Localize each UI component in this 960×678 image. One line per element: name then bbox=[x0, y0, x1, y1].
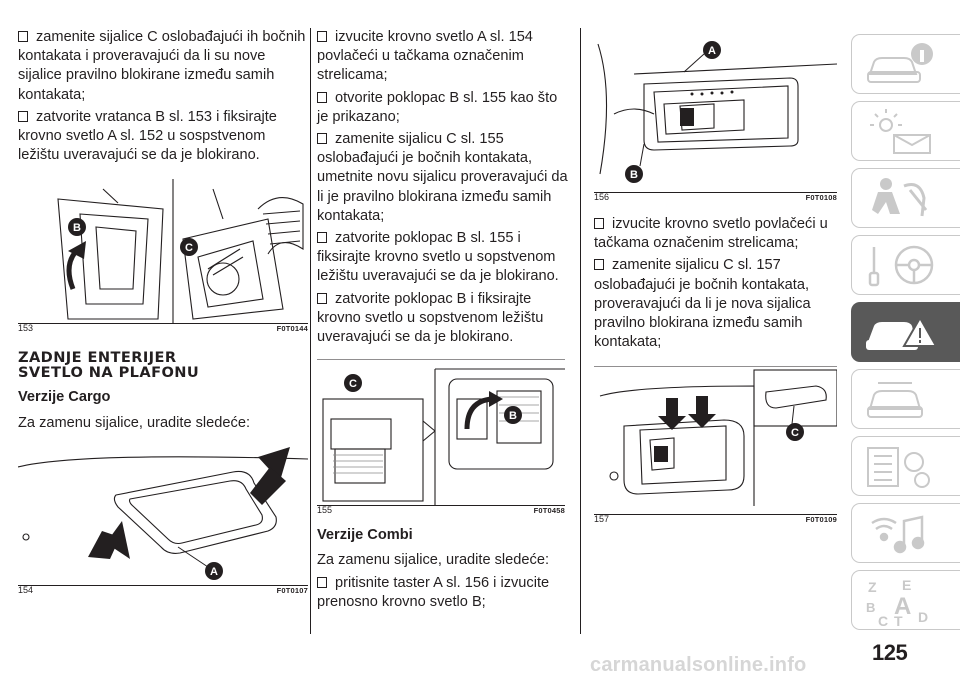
svg-text:B: B bbox=[630, 169, 638, 181]
tab-car-maintenance[interactable] bbox=[851, 369, 960, 429]
figure-caption: 156 F0T0108 bbox=[594, 192, 837, 207]
checkbox-bullet-icon bbox=[317, 31, 327, 42]
column-divider bbox=[310, 28, 311, 634]
figure-154: A 154 F0T0107 bbox=[18, 446, 308, 600]
figure-155: C B 155 F0T0458 bbox=[317, 359, 572, 520]
svg-text:C: C bbox=[185, 242, 193, 254]
checkbox-bullet-icon bbox=[317, 91, 327, 103]
label-a-marker bbox=[205, 561, 223, 580]
label-a-marker bbox=[703, 41, 721, 59]
section-title: ZADNJE ENTERIJER SVETLO NA PLAFONU bbox=[18, 349, 200, 382]
label-c-marker bbox=[344, 374, 362, 393]
chapter-sidebar: Z E B A C T D bbox=[851, 34, 960, 630]
svg-text:A: A bbox=[894, 593, 911, 620]
key-steering-wheel-icon bbox=[868, 245, 934, 287]
checkbox-bullet-icon bbox=[317, 292, 327, 304]
figure-156-image: A B bbox=[594, 34, 837, 192]
figure-caption: 153 F0T0144 bbox=[18, 323, 308, 338]
checkbox-bullet-icon bbox=[317, 576, 327, 588]
svg-text:B: B bbox=[509, 410, 517, 422]
paragraph: zamenite sijalicu C sl. 157 oslobađajući… bbox=[594, 257, 811, 351]
svg-text:E: E bbox=[902, 578, 911, 593]
checkbox-bullet-icon bbox=[594, 259, 604, 271]
figure-number: 157 bbox=[594, 514, 610, 525]
figure-154-image: A bbox=[18, 446, 308, 585]
label-c-marker bbox=[180, 238, 198, 257]
checkbox-bullet-icon bbox=[594, 218, 604, 229]
svg-text:B: B bbox=[73, 222, 81, 234]
intro-text: Za zamenu sijalice, uradite sledeće: bbox=[18, 414, 250, 431]
specs-gears-icon bbox=[867, 447, 930, 488]
checkbox-bullet-icon bbox=[18, 110, 28, 122]
figure-153-image: B C bbox=[18, 179, 308, 324]
svg-text:A: A bbox=[708, 45, 716, 57]
paragraph: zamenite sijalicu C sl. 155 oslobađajući… bbox=[317, 131, 568, 224]
svg-text:T: T bbox=[894, 613, 903, 628]
paragraph: zatvorite poklopac B sl. 155 i fiksirajt… bbox=[317, 230, 559, 285]
svg-text:C: C bbox=[791, 427, 799, 439]
label-c-marker bbox=[786, 423, 804, 442]
figure-caption: 154 F0T0107 bbox=[18, 585, 308, 600]
column-1: zamenite sijalice C oslobađajući ih bočn… bbox=[18, 28, 308, 600]
paragraph: pritisnite taster A sl. 156 i izvucite p… bbox=[317, 574, 550, 610]
svg-text:C: C bbox=[878, 613, 888, 628]
car-maintenance-icon bbox=[867, 382, 923, 418]
warning-lights-icon bbox=[870, 109, 931, 154]
watermark[interactable]: carmanualsonline.info bbox=[590, 654, 807, 676]
checkbox-bullet-icon bbox=[18, 31, 28, 42]
paragraph: izvucite krovno svetlo A sl. 154 povlače… bbox=[317, 29, 533, 84]
checkbox-bullet-icon bbox=[317, 232, 327, 244]
svg-text:C: C bbox=[349, 378, 357, 390]
car-emergency-icon bbox=[866, 315, 938, 350]
paragraph: izvucite krovno svetlo povlačeći u tačka… bbox=[594, 216, 828, 252]
tab-warning-lights[interactable] bbox=[851, 101, 960, 161]
car-info-icon bbox=[867, 43, 933, 83]
multimedia-icon bbox=[871, 515, 925, 554]
tab-car-info[interactable] bbox=[851, 34, 960, 94]
airbag-seat-icon bbox=[872, 178, 928, 217]
figure-code: F0T0107 bbox=[276, 585, 308, 595]
figure-157-image: C bbox=[594, 366, 837, 515]
checkbox-bullet-icon bbox=[317, 133, 327, 145]
label-b-marker bbox=[504, 406, 522, 425]
alphabetical-index-icon: Z E B A C T D bbox=[866, 578, 928, 628]
paragraph: zamenite sijalice C oslobađajući ih bočn… bbox=[18, 29, 306, 103]
paragraph: zatvorite poklopac B i fiksirajte krovno… bbox=[317, 290, 544, 346]
figure-number: 155 bbox=[317, 505, 333, 516]
intro-text: Za zamenu sijalice, uradite sledeće: bbox=[317, 552, 549, 569]
subheading-cargo: Verzije Cargo bbox=[18, 389, 111, 406]
svg-text:D: D bbox=[918, 609, 928, 625]
label-b-marker bbox=[68, 218, 86, 237]
figure-153: B C 153 F0T0144 bbox=[18, 179, 308, 338]
tab-key-steering[interactable] bbox=[851, 235, 960, 295]
figure-code: F0T0144 bbox=[276, 324, 308, 334]
figure-155-image: C B bbox=[317, 359, 565, 506]
page-number: 125 bbox=[872, 640, 908, 665]
figure-number: 154 bbox=[18, 584, 34, 595]
tab-multimedia[interactable] bbox=[851, 503, 960, 563]
tab-index[interactable]: Z E B A C T D bbox=[851, 570, 960, 630]
column-2: izvucite krovno svetlo A sl. 154 povlače… bbox=[317, 28, 572, 615]
column-3: A B 156 F0T0108 izvucite krovno svetlo p… bbox=[594, 34, 837, 529]
figure-number: 153 bbox=[18, 323, 34, 334]
figure-157: C 157 F0T0109 bbox=[594, 366, 837, 529]
subheading-combi: Verzije Combi bbox=[317, 527, 413, 544]
tab-specs[interactable] bbox=[851, 436, 960, 496]
paragraph: otvorite poklopac B sl. 155 kao što je p… bbox=[317, 89, 558, 125]
figure-156: A B 156 F0T0108 bbox=[594, 34, 837, 207]
figure-code: F0T0109 bbox=[805, 515, 837, 525]
figure-number: 156 bbox=[594, 191, 610, 202]
column-divider bbox=[580, 28, 581, 634]
figure-caption: 155 F0T0458 bbox=[317, 505, 565, 520]
svg-text:A: A bbox=[210, 566, 218, 578]
tab-airbag-seat[interactable] bbox=[851, 168, 960, 228]
paragraph: zatvorite vratanca B sl. 153 i fiksirajt… bbox=[18, 108, 277, 164]
label-b-marker bbox=[625, 165, 643, 183]
svg-text:B: B bbox=[866, 600, 875, 615]
svg-text:Z: Z bbox=[868, 579, 877, 595]
tab-car-emergency[interactable] bbox=[851, 302, 960, 362]
figure-code: F0T0458 bbox=[533, 506, 565, 516]
figure-caption: 157 F0T0109 bbox=[594, 514, 837, 529]
figure-code: F0T0108 bbox=[805, 192, 837, 202]
